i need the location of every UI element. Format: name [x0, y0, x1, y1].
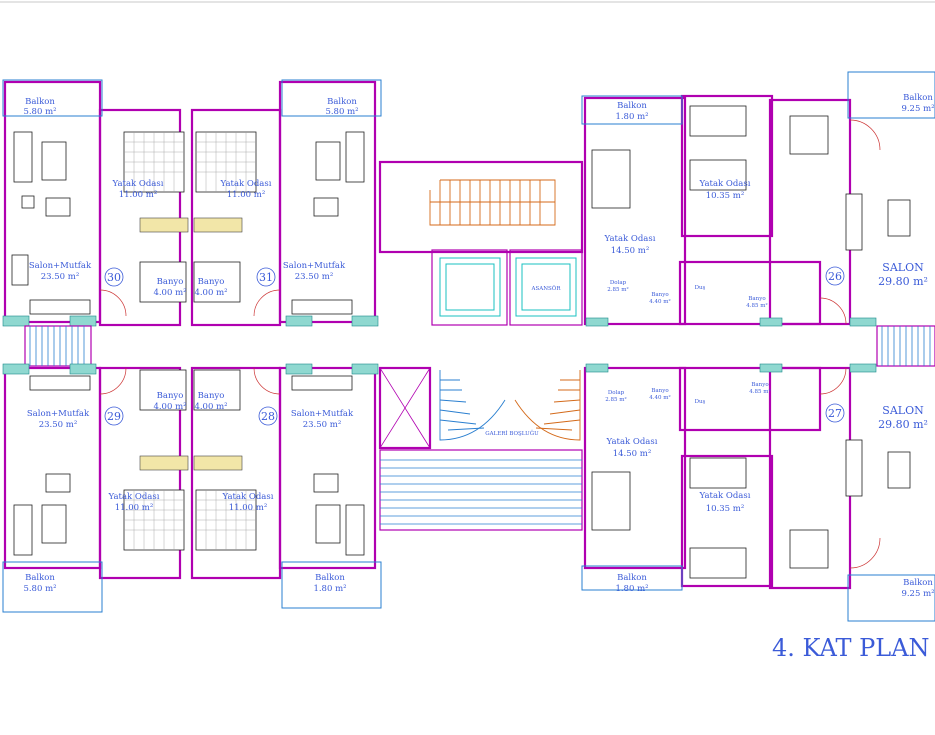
dolap-area: 2.85 m² — [607, 286, 628, 293]
balkon-label: Balkon — [327, 97, 357, 107]
balkon-area: 5.80 m² — [23, 107, 56, 117]
corridor-right — [876, 325, 935, 367]
core-stairs-top — [378, 160, 584, 254]
salon-area: 23.50 m² — [39, 420, 78, 430]
balkon-b-label: Balkon — [903, 578, 933, 588]
salon-area: 29.80 m² — [878, 418, 928, 431]
plan-title: 4. KAT PLAN — [772, 634, 930, 662]
yatak-area: 11.00 m² — [229, 503, 268, 513]
unit-27: Balkon 1.80 m² Balkon 9.25 m² Yatak Odas… — [581, 363, 935, 622]
banyo1-label: Banyo — [651, 388, 669, 394]
yatak2-label: Yatak Odası — [699, 491, 751, 501]
unit-number: 30 — [107, 271, 121, 284]
unit-31: Balkon 5.80 m² Salon+Mutfak 23.50 m² 31 … — [190, 79, 382, 327]
yatak1-label: Yatak Odası — [606, 437, 658, 447]
banyo-label: Banyo — [198, 391, 225, 401]
salon-label: Salon+Mutfak — [283, 261, 346, 271]
yatak1-area: 14.50 m² — [611, 246, 650, 256]
unit-number: 28 — [261, 410, 275, 423]
balkon-b-area: 9.25 m² — [901, 104, 934, 114]
corridor-stripes-center — [379, 449, 583, 531]
yatak-label: Yatak Odası — [112, 179, 164, 189]
unit-number: 31 — [259, 271, 273, 284]
balkon-area: 1.80 m² — [313, 584, 346, 594]
banyo2-label: Banyo — [748, 296, 766, 302]
banyo-area: 4.00 m² — [153, 288, 186, 298]
balkon-a-area: 1.80 m² — [615, 584, 648, 594]
yatak1-area: 14.50 m² — [613, 449, 652, 459]
banyo2-label: Banyo — [751, 382, 769, 388]
unit-number: 26 — [828, 270, 842, 283]
unit-number: 27 — [828, 407, 842, 420]
elevator-1 — [431, 249, 508, 326]
yatak2-label: Yatak Odası — [699, 179, 751, 189]
banyo2-area: 4.85 m² — [746, 302, 767, 309]
yatak-area: 11.00 m² — [119, 190, 158, 200]
salon-area: 23.50 m² — [295, 272, 334, 282]
balkon-b-area: 9.25 m² — [901, 589, 934, 599]
balkon-label: Balkon — [25, 97, 55, 107]
banyo-label: Banyo — [157, 277, 184, 287]
corridor-left — [24, 325, 92, 367]
banyo-label: Banyo — [157, 391, 184, 401]
unit-29: Balkon 5.80 m² Salon+Mutfak 23.50 m² 29 … — [2, 363, 189, 613]
balkon-area: 5.80 m² — [325, 107, 358, 117]
yatak-label: Yatak Odası — [222, 492, 274, 502]
yatak-area: 11.00 m² — [115, 503, 154, 513]
yatak-label: Yatak Odası — [108, 492, 160, 502]
balkon-label: Balkon — [315, 573, 345, 583]
balkon-b-label: Balkon — [903, 93, 933, 103]
yatak2-area: 10.35 m² — [706, 504, 745, 514]
salon-area: 29.80 m² — [878, 275, 928, 288]
balkon-a-label: Balkon — [617, 101, 647, 111]
dolap-area: 2.85 m² — [605, 396, 626, 403]
stairs-label: GALERİ BOŞLUĞU — [485, 429, 539, 437]
dus-label: Duş — [695, 399, 706, 405]
salon-label: Salon+Mutfak — [29, 261, 92, 271]
yatak-area: 11.00 m² — [227, 190, 266, 200]
balkon-a-label: Balkon — [617, 573, 647, 583]
banyo1-area: 4.40 m² — [649, 298, 670, 305]
elevator-label: ASANSÖR — [531, 285, 562, 292]
salon-label: Salon+Mutfak — [27, 409, 90, 419]
salon-area: 23.50 m² — [303, 420, 342, 430]
dolap-label: Dolap — [610, 280, 627, 286]
dus-label: Duş — [695, 285, 706, 291]
elevator-2: ASANSÖR — [509, 249, 583, 326]
salon-label: SALON — [882, 261, 924, 274]
banyo-area: 4.00 m² — [153, 402, 186, 412]
unit-28: Balkon 1.80 m² Salon+Mutfak 23.50 m² 28 … — [190, 363, 382, 609]
balkon-a-area: 1.80 m² — [615, 112, 648, 122]
yatak1-label: Yatak Odası — [604, 234, 656, 244]
salon-area: 23.50 m² — [41, 272, 80, 282]
unit-30: Balkon 5.80 m² Salon+Mutfak 23.50 m² 30 … — [2, 79, 189, 327]
banyo1-label: Banyo — [651, 292, 669, 298]
dolap-label: Dolap — [608, 390, 625, 396]
unit-number: 29 — [107, 410, 121, 423]
banyo2-area: 4.85 m² — [749, 388, 770, 395]
banyo-area: 4.00 m² — [194, 402, 227, 412]
salon-label: SALON — [882, 404, 924, 417]
banyo1-area: 4.40 m² — [649, 394, 670, 401]
balkon-label: Balkon — [25, 573, 55, 583]
core-stairs-bottom: GALERİ BOŞLUĞU — [378, 366, 581, 450]
yatak2-area: 10.35 m² — [706, 191, 745, 201]
banyo-area: 4.00 m² — [194, 288, 227, 298]
balkon-area: 5.80 m² — [23, 584, 56, 594]
salon-label: Salon+Mutfak — [291, 409, 354, 419]
unit-26: Balkon 1.80 m² Balkon 9.25 m² Yatak Odas… — [581, 71, 935, 327]
banyo-label: Banyo — [198, 277, 225, 287]
yatak-label: Yatak Odası — [220, 179, 272, 189]
